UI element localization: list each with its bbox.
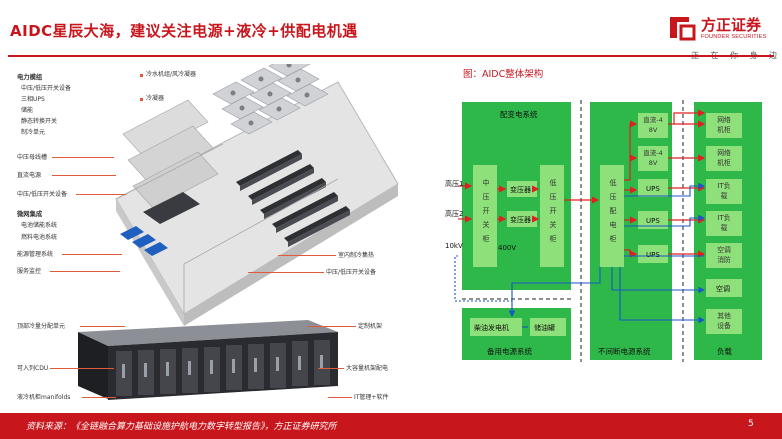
- leader-line: [76, 194, 126, 195]
- input-400v-label: 400V: [498, 244, 516, 252]
- page-title: AIDC星辰大海，建议关注电源+液冷+供配电机遇: [10, 22, 358, 40]
- label-storage: 储能: [21, 107, 34, 114]
- other-equipment-box: [706, 309, 742, 334]
- oil-tank-box: [530, 318, 566, 336]
- ac-label: 空调: [716, 284, 730, 293]
- it-load-2: [706, 211, 742, 236]
- ups-3-label: UPS: [646, 251, 660, 259]
- leader-line: [82, 397, 116, 398]
- ups-2-label: UPS: [646, 217, 660, 225]
- transformer-box-1: [507, 181, 537, 197]
- aidc-architecture-diagram: 高压1 高压2 10kV 400V 配变电系统 备用电源系统 不间断电源系统 负…: [445, 100, 762, 362]
- it-load-2-label: IT负载: [717, 214, 731, 232]
- logo-english: FOUNDER SECURITIES: [701, 34, 767, 40]
- net-cabinet-1-label: 网络机柜: [717, 116, 731, 134]
- leader-line: [328, 397, 352, 398]
- label-fuel-cell: 燃料电池系统: [21, 234, 58, 241]
- lv-dist-box: [600, 165, 624, 267]
- leader-line: [50, 368, 114, 369]
- datacenter-isometric-illustration: [78, 64, 399, 400]
- label-switchgear: 中压/低压开关设备: [21, 85, 72, 92]
- label-custom-rack: 定制机架: [358, 323, 383, 330]
- dc-box-1: [638, 113, 668, 138]
- lv-switch-label: 低压开关柜: [549, 179, 557, 243]
- ups-1-label: UPS: [646, 185, 660, 193]
- section-load-title: 负载: [717, 346, 732, 356]
- ups-box-1: [638, 179, 668, 197]
- label-it-mgmt: IT管理+软件: [354, 394, 389, 401]
- input-10kv-label: 10kV: [445, 242, 463, 250]
- dc-1-label: 直流-48V: [643, 116, 663, 134]
- label-dc-power: 直流电源: [17, 172, 42, 179]
- page-number: 5: [748, 419, 754, 429]
- mv-switch-label: 中压开关柜: [482, 179, 490, 243]
- leader-line: [52, 175, 116, 176]
- net-cabinet-2-label: 网络机柜: [717, 149, 731, 167]
- label-microgrid: 微网集成: [17, 211, 43, 218]
- leader-line: [62, 254, 122, 255]
- oil-tank-label: 储油罐: [534, 323, 555, 332]
- label-indoor-cooling: 室内制冷集热: [338, 252, 375, 259]
- ups-box-2: [638, 211, 668, 229]
- section-ups-title: 不间断电源系统: [598, 346, 651, 356]
- label-inrow-cdu: 可入列CDU: [17, 365, 49, 372]
- figure-caption: 图：AIDC整体架构: [463, 69, 544, 80]
- label-ups: 三相UPS: [21, 96, 45, 103]
- label-marker: [140, 98, 143, 101]
- mv-switch-box: [473, 165, 497, 267]
- other-equipment-label: 其他设备: [717, 312, 731, 330]
- leader-line: [318, 368, 344, 369]
- label-busway: 中压母线槽: [17, 154, 48, 161]
- transformer-1-label: 变压器: [510, 185, 531, 194]
- label-manifolds: 液冷机柜manifolds: [17, 394, 71, 401]
- label-top-cdu: 顶部冷量分配单元: [17, 323, 66, 330]
- header-divider: [8, 55, 774, 57]
- leader-line: [50, 271, 120, 272]
- leader-line: [278, 255, 336, 256]
- founder-logo-mark-icon: [670, 17, 696, 41]
- leader-line: [248, 272, 324, 273]
- label-rack-pdu: 大容量机架配电: [346, 365, 389, 372]
- hvac-fire-box: [706, 243, 742, 268]
- label-battery-storage: 电池储能系统: [21, 222, 58, 229]
- net-cabinet-2: [706, 146, 742, 171]
- it-load-1-label: IT负载: [717, 182, 731, 200]
- transformer-box-2: [507, 211, 537, 227]
- input-hv1-label: 高压1: [445, 179, 463, 188]
- dc-2-label: 直流-48V: [643, 149, 663, 167]
- label-monitoring: 服务监控: [17, 268, 42, 275]
- label-ems: 能源管理系统: [17, 251, 54, 258]
- hvac-fire-label: 空调消防: [717, 246, 731, 264]
- genset-label: 柴油发电机: [474, 323, 509, 332]
- input-hv2-label: 高压2: [445, 209, 463, 218]
- lv-dist-label: 低压配电柜: [609, 179, 617, 243]
- logo-name: 方正证券: [701, 16, 762, 34]
- label-sts: 静态转换开关: [21, 118, 58, 125]
- source-note: 资料来源：《全链融合算力基础设施护航电力数字转型报告》，方正证券研究所: [26, 422, 337, 432]
- label-marker: [140, 74, 143, 77]
- section-distribution-title: 配变电系统: [500, 109, 538, 119]
- label-condenser: 冷凝器: [146, 95, 165, 102]
- ac-box: [706, 279, 742, 297]
- footer-bar: [0, 413, 782, 439]
- leader-line: [80, 326, 125, 327]
- it-load-1: [706, 179, 742, 204]
- lv-switch-box: [540, 165, 564, 267]
- label-power-module: 电力模组: [17, 74, 43, 81]
- genset-box: [470, 318, 522, 336]
- section-backup-title: 备用电源系统: [487, 346, 532, 356]
- net-cabinet-1: [706, 113, 742, 138]
- datacenter-illustration-panel: 电力模组 中压/低压开关设备 三相UPS 储能 静态转换开关 制冷单元 中压母线…: [8, 64, 408, 407]
- leader-line: [308, 326, 356, 327]
- transformer-2-label: 变压器: [510, 215, 531, 224]
- label-switchgear-2: 中压/低压开关设备: [17, 191, 68, 198]
- dc-box-2: [638, 146, 668, 171]
- label-chiller: 冷水机组/风冷凝器: [146, 71, 197, 78]
- label-cooling-unit: 制冷单元: [21, 129, 46, 136]
- label-switchgear-3: 中压/低压开关设备: [326, 269, 377, 276]
- ups-box-3: [638, 245, 668, 263]
- leader-line: [52, 157, 114, 158]
